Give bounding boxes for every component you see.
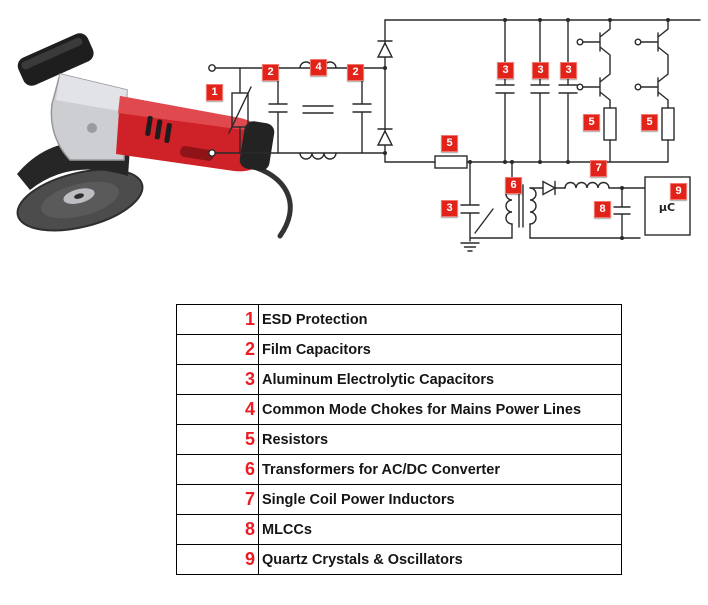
marker-resistor-1: 5 <box>441 135 458 152</box>
legend-label: Transformers for AC/DC Converter <box>258 454 622 485</box>
marker-inductor: 7 <box>590 160 607 177</box>
legend-number: 3 <box>176 364 259 395</box>
legend-label: Quartz Crystals & Oscillators <box>258 544 622 575</box>
legend-row: 7 Single Coil Power Inductors <box>176 484 622 515</box>
resistor-symbol <box>434 155 468 169</box>
power-switch <box>179 146 214 161</box>
switch-symbol <box>474 208 494 234</box>
marker-transformer: 6 <box>505 177 522 194</box>
legend-number: 2 <box>176 334 259 365</box>
legend-label: Aluminum Electrolytic Capacitors <box>258 364 622 395</box>
legend-label: ESD Protection <box>258 304 622 335</box>
input-terminal <box>208 149 216 157</box>
mcu-label: µC <box>659 201 675 214</box>
marker-elco-4: 3 <box>441 200 458 217</box>
varistor-symbol <box>231 92 249 128</box>
resistor-symbol <box>603 107 617 141</box>
power-cord <box>254 165 293 239</box>
resistor-symbol <box>661 107 675 141</box>
legend-number: 8 <box>176 514 259 545</box>
circuit-schematic: µC <box>208 18 701 252</box>
marker-resistor-3: 5 <box>641 114 658 131</box>
diode-symbol <box>376 129 394 146</box>
legend-number: 4 <box>176 394 259 425</box>
marker-elco-1: 3 <box>497 62 514 79</box>
legend-row: 3 Aluminum Electrolytic Capacitors <box>176 364 622 395</box>
marker-resistor-2: 5 <box>583 114 600 131</box>
vents <box>145 115 172 143</box>
mlcc-symbol <box>613 187 631 239</box>
film-capacitor-symbol <box>268 67 288 154</box>
legend-table: 1 ESD Protection 2 Film Capacitors 3 Alu… <box>176 304 622 575</box>
legend-label: Film Capacitors <box>258 334 622 365</box>
grinding-disc <box>16 168 144 232</box>
marker-esd: 1 <box>206 84 223 101</box>
diode-symbol <box>542 180 557 196</box>
marker-film-cap-2: 2 <box>347 64 364 81</box>
legend-row: 4 Common Mode Chokes for Mains Power Lin… <box>176 394 622 425</box>
electrolytic-capacitor-symbol <box>495 19 515 163</box>
ground-symbol <box>460 242 480 252</box>
marker-elco-3: 3 <box>560 62 577 79</box>
transistor-leg <box>640 19 669 163</box>
side-handle <box>17 33 94 86</box>
inductor-symbol <box>564 181 610 189</box>
legend-row: 1 ESD Protection <box>176 304 622 335</box>
legend-row: 9 Quartz Crystals & Oscillators <box>176 544 622 575</box>
legend-row: 5 Resistors <box>176 424 622 455</box>
transformer-symbol <box>505 187 513 225</box>
legend-label: Resistors <box>258 424 622 455</box>
legend-number: 1 <box>176 304 259 335</box>
legend-row: 6 Transformers for AC/DC Converter <box>176 454 622 485</box>
legend-number: 6 <box>176 454 259 485</box>
legend-row: 2 Film Capacitors <box>176 334 622 365</box>
legend-label: MLCCs <box>258 514 622 545</box>
marker-mlcc: 8 <box>594 201 611 218</box>
marker-elco-2: 3 <box>532 62 549 79</box>
legend-number: 9 <box>176 544 259 575</box>
legend-number: 5 <box>176 424 259 455</box>
rear-cap <box>239 121 275 171</box>
angle-grinder-image <box>16 33 293 239</box>
marker-cm-choke: 4 <box>310 59 327 76</box>
diode-symbol <box>376 41 394 58</box>
legend-number: 7 <box>176 484 259 515</box>
marker-film-cap-1: 2 <box>262 64 279 81</box>
input-terminal <box>208 64 216 72</box>
marker-crystal: 9 <box>670 183 687 200</box>
legend-label: Common Mode Chokes for Mains Power Lines <box>258 394 622 425</box>
transistor-leg <box>582 19 611 163</box>
legend-label: Single Coil Power Inductors <box>258 484 622 515</box>
legend-row: 8 MLCCs <box>176 514 622 545</box>
